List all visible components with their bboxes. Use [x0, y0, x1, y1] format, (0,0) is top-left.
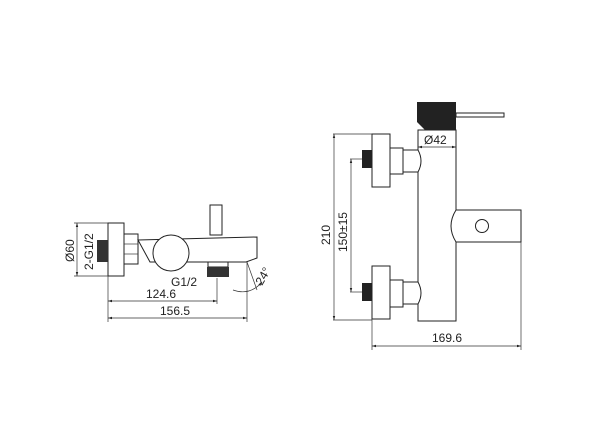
- angle-label: 24°: [252, 265, 273, 288]
- outlet-label: G1/2: [171, 275, 197, 289]
- lower-connector: [362, 265, 422, 320]
- wall-plate: [107, 222, 125, 277]
- thread-label: 2-G1/2: [82, 233, 96, 270]
- hex-nut: [123, 233, 139, 265]
- outlet-thread: [207, 267, 229, 277]
- mixer-body: [152, 234, 190, 272]
- dim-outlet: 124.6: [146, 287, 176, 301]
- body-diameter: Ø42: [424, 133, 447, 147]
- dim-total: 156.5: [160, 304, 190, 318]
- upper-connector: [362, 133, 422, 188]
- front-view: Ø42 210 150±15 169.6: [319, 102, 522, 350]
- dim-centers: 150±15: [336, 212, 350, 252]
- dim-height: 210: [319, 225, 333, 245]
- lever-handle: [417, 102, 456, 130]
- side-view: Ø60 2-G1/2 G1/2 24° 124.6 156.5: [63, 204, 274, 322]
- spout-hole: [475, 219, 489, 233]
- diameter-label: Ø60: [63, 239, 77, 262]
- inlet-thread: [97, 240, 108, 262]
- diverter-knob: [209, 204, 223, 236]
- lever-rod: [455, 112, 505, 118]
- valve-body: [417, 129, 457, 322]
- dim-depth: 169.6: [432, 331, 462, 345]
